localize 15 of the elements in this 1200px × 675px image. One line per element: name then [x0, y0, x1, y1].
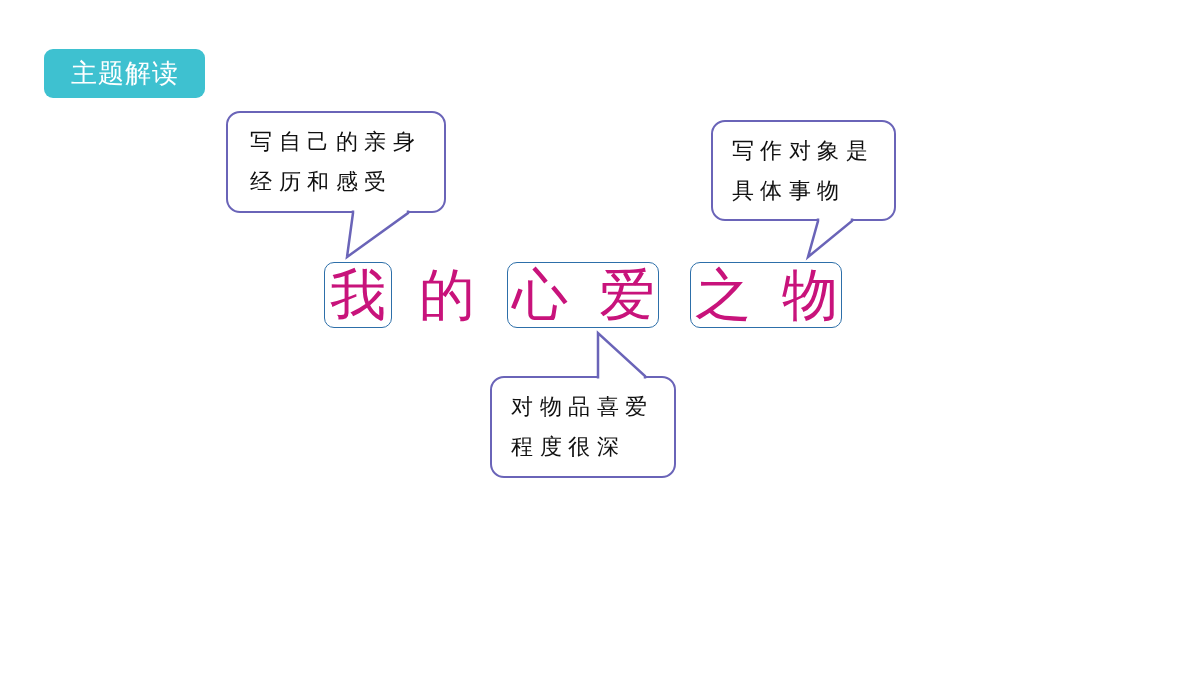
- title-word: 我: [330, 267, 386, 323]
- bubble-tail: [596, 330, 647, 380]
- bubble-text: 对物品喜爱程度很深: [511, 393, 655, 461]
- speech-bubble: [711, 120, 896, 221]
- title-badge: 主题解读: [44, 49, 205, 98]
- title-word: 心爱: [511, 267, 655, 323]
- speech-bubble: [490, 376, 676, 478]
- bubble-text: 写自己的亲身经历和感受: [250, 128, 422, 196]
- speech-bubble: [226, 111, 446, 213]
- title-word: 之物: [694, 267, 838, 323]
- word-box: [324, 262, 392, 328]
- title-word: 的: [419, 267, 475, 323]
- bubble-tail: [345, 209, 410, 260]
- bubble-tail: [805, 217, 854, 261]
- bubble-text: 写作对象是具体事物: [731, 136, 876, 205]
